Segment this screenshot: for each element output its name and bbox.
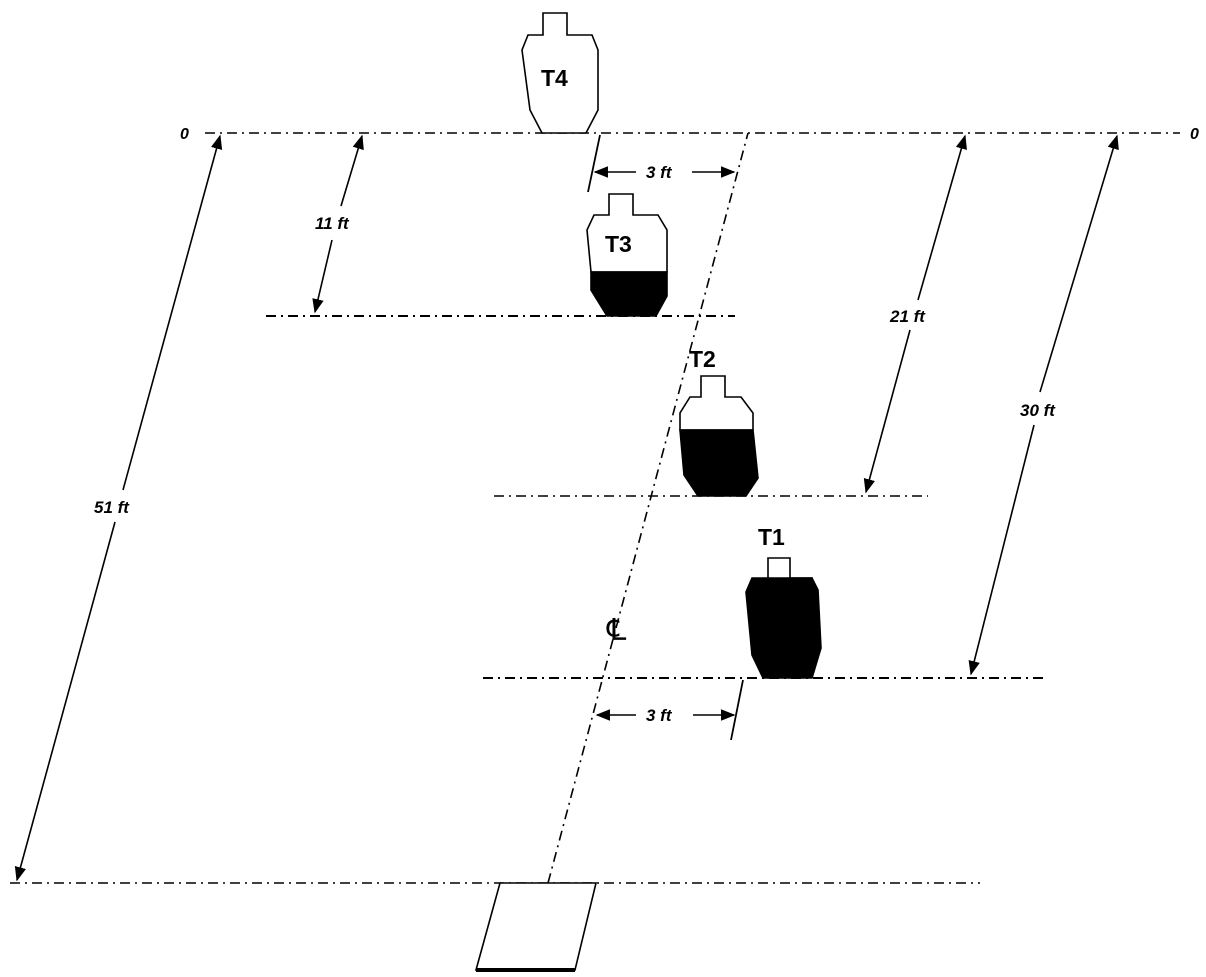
target-t4: T4 [521,12,599,134]
target-t2-label: T2 [689,346,716,372]
target-t3: T3 [586,193,668,317]
dim-21ft-label: 21 ft [889,307,926,326]
target-t3-label: T3 [605,231,632,257]
offset-tick-bottom [730,679,744,741]
dim-30ft-label: 30 ft [1020,401,1056,420]
target-t4-label: T4 [541,65,568,91]
dim-51ft-label: 51 ft [94,498,130,517]
target-t1: T1 [745,524,822,679]
dim-21ft [863,134,967,494]
centerline-symbol: ℄ [606,613,627,648]
dim-11ft [312,134,364,314]
zero-label-right: 0 [1190,126,1199,143]
offset-tick-top [587,134,601,193]
offset-label-bottom: 3 ft [646,706,673,725]
centerline [547,132,749,884]
dim-30ft [968,134,1119,676]
dim-11ft-label: 11 ft [315,214,350,233]
target-t2: T2 [679,346,759,497]
target-t1-label: T1 [758,524,785,550]
dim-51ft [14,134,223,882]
firing-point [474,882,598,972]
zero-label-left: 0 [180,126,189,143]
offset-label-top: 3 ft [646,163,673,182]
